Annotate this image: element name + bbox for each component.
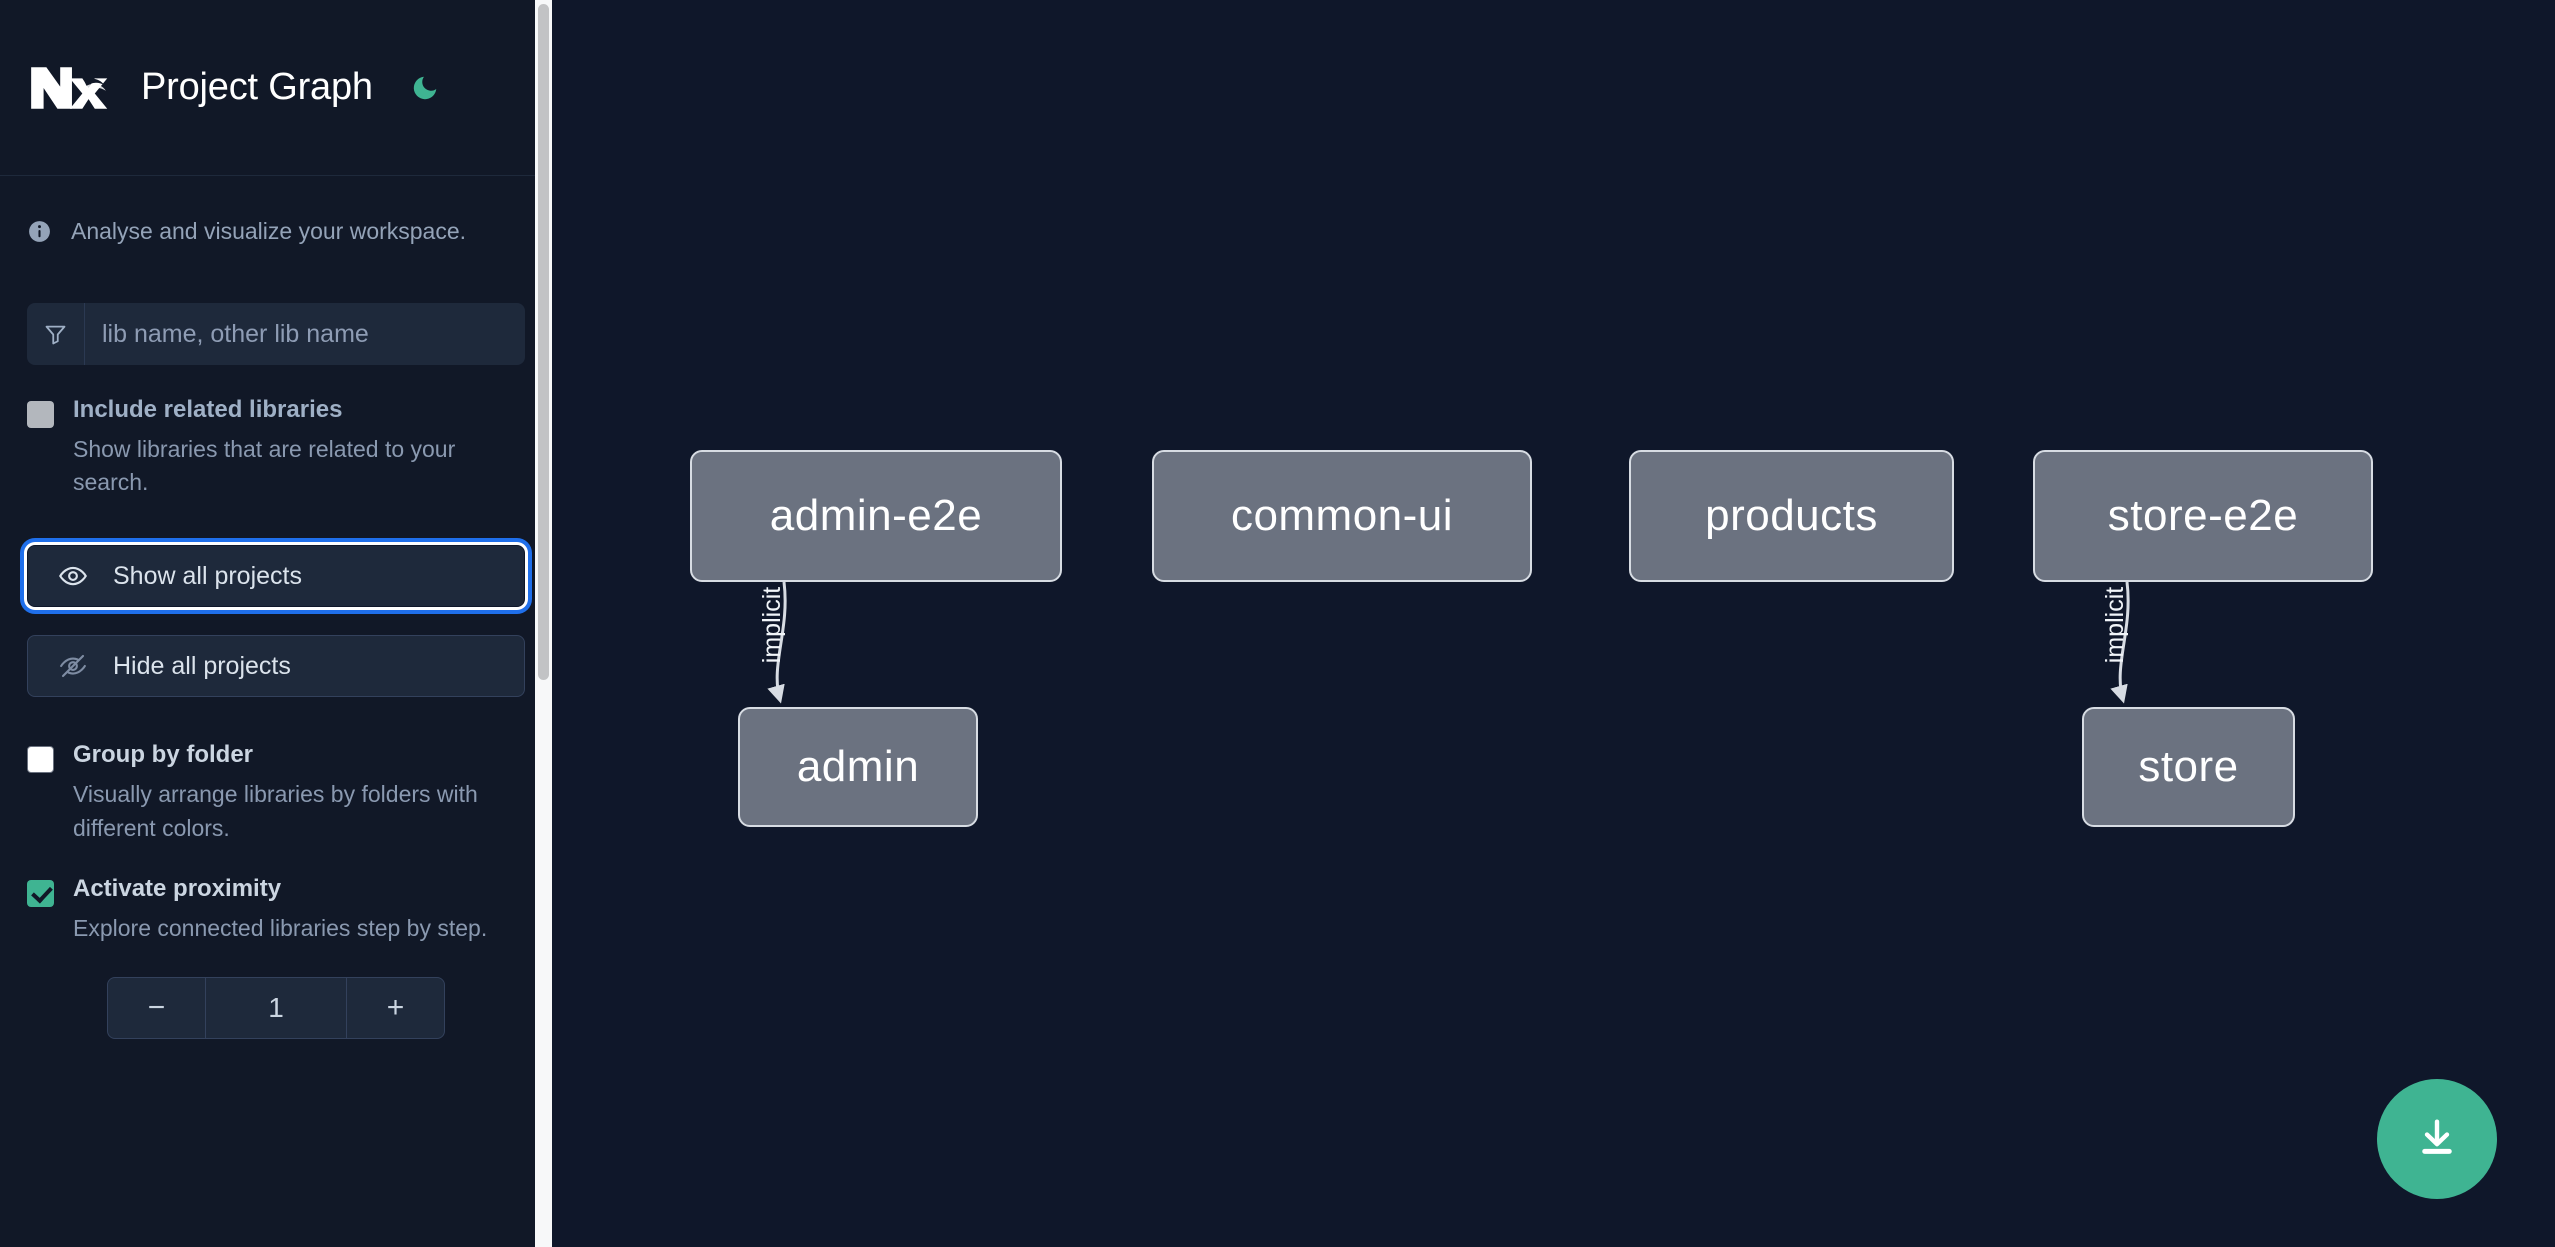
activate-proximity-checkbox[interactable] [27,879,54,907]
edge-store-e2e-to-store [2110,581,2130,704]
graph-canvas[interactable]: implicit implicit admin-e2e common-ui pr… [552,0,2555,1247]
option-include-related-libraries[interactable]: Include related libraries Show libraries… [27,396,525,499]
sidebar-scrollbar[interactable] [535,0,552,1247]
show-all-projects-button[interactable]: Show all projects [27,545,525,608]
download-icon [2414,1115,2460,1164]
graph-node-products[interactable]: products [1629,450,1954,582]
eye-off-icon [56,650,89,683]
include-related-libraries-label: Include related libraries [73,396,343,423]
download-graph-button[interactable] [2377,1079,2497,1199]
subtitle-text: Analyse and visualize your workspace. [71,217,467,244]
graph-node-admin-e2e[interactable]: admin-e2e [690,450,1062,582]
include-related-libraries-description: Show libraries that are related to your … [73,435,456,496]
hide-all-projects-label: Hide all projects [113,651,291,680]
search-input[interactable] [85,303,525,365]
group-by-folder-label: Group by folder [73,741,253,769]
info-icon [27,219,52,244]
sidebar-header: Project Graph [0,0,552,176]
proximity-decrement-button[interactable]: − [108,978,206,1039]
option-activate-proximity[interactable]: Activate proximity Explore connected lib… [27,875,525,945]
edge-label-store-implicit: implicit [2101,587,2129,663]
include-related-libraries-checkbox[interactable] [27,401,54,428]
group-by-folder-checkbox[interactable] [27,746,54,774]
option-group-by-folder[interactable]: Group by folder Visually arrange librari… [27,741,525,844]
eye-icon [56,560,89,593]
proximity-value[interactable]: 1 [268,992,284,1024]
edge-admin-e2e-to-admin [767,581,787,704]
funnel-icon [27,303,85,365]
sidebar-scrollbar-thumb[interactable] [538,4,549,680]
proximity-increment-button[interactable]: + [346,978,444,1039]
filter-row [27,303,525,365]
graph-node-admin[interactable]: admin [738,707,978,827]
group-by-folder-description: Visually arrange libraries by folders wi… [73,781,478,841]
nx-logo-icon [27,60,110,116]
graph-node-store[interactable]: store [2082,707,2295,827]
hide-all-projects-button[interactable]: Hide all projects [27,635,525,698]
show-all-projects-label: Show all projects [113,561,302,590]
moon-icon[interactable] [405,68,445,108]
graph-node-store-e2e[interactable]: store-e2e [2033,450,2373,582]
proximity-stepper: − 1 + [107,977,445,1040]
graph-edges: implicit implicit [758,581,2130,704]
activate-proximity-label: Activate proximity [73,874,282,902]
sidebar: Project Graph Analyse and visualize your… [0,0,552,1247]
activate-proximity-description: Explore connected libraries step by step… [73,914,488,941]
graph-node-common-ui[interactable]: common-ui [1152,450,1532,582]
sidebar-body: Include related libraries Show libraries… [0,303,552,1040]
edge-label-admin-implicit: implicit [758,587,786,663]
workspace-subtitle: Analyse and visualize your workspace. [0,176,552,254]
page-title: Project Graph [141,66,373,108]
